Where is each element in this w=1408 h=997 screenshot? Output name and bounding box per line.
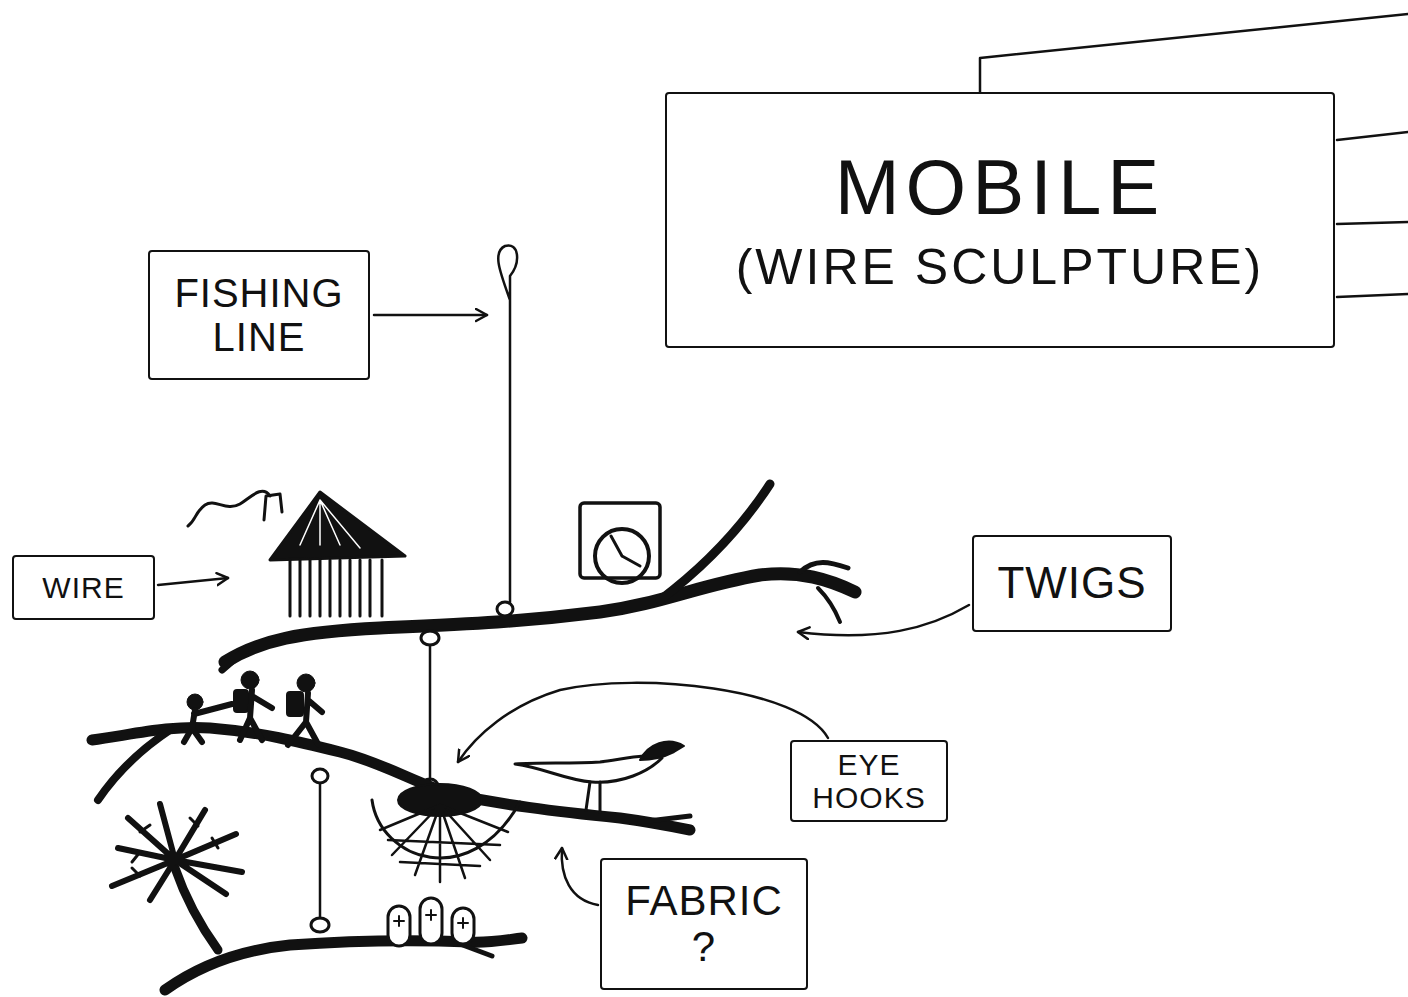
label-text: EYE HOOKS: [804, 748, 934, 814]
twig: [222, 650, 245, 670]
bird: [640, 742, 684, 760]
title-text: (WIRE SCULPTURE): [736, 240, 1265, 295]
leader-arrow: [158, 578, 228, 585]
eye-hook: [421, 631, 439, 645]
bird: [515, 742, 684, 812]
label-text: FISHING LINE: [162, 271, 356, 359]
twig: [92, 727, 440, 790]
nest: [372, 784, 520, 882]
bird-legs: [586, 782, 600, 812]
leader-arrow: [562, 848, 598, 905]
palm-tree: [112, 804, 242, 950]
fishing-line: [498, 245, 517, 602]
backpack: [234, 690, 248, 712]
hiker: [297, 674, 315, 692]
hiker: [240, 690, 272, 740]
title-box: MOBILE (WIRE SCULPTURE): [665, 92, 1335, 348]
smoke: [188, 491, 270, 526]
hanging-wire: [980, 14, 1408, 94]
leader-arrow: [798, 605, 969, 635]
twig: [818, 588, 840, 622]
tag-mark: [394, 910, 468, 928]
label-text: TWIGS: [997, 559, 1146, 607]
hiker: [288, 693, 322, 745]
label-box: WIRE: [12, 555, 155, 620]
eye-hook: [497, 602, 513, 616]
leader-arrow: [458, 683, 828, 762]
clock-hands: [611, 536, 640, 566]
chimney: [264, 494, 282, 520]
hanging-wire: [1337, 132, 1408, 140]
palm-trunk: [175, 868, 218, 950]
twig: [640, 816, 690, 822]
twig: [660, 484, 770, 600]
fishing-line: [319, 783, 322, 918]
hiker: [241, 671, 259, 689]
hut-roof: [270, 492, 405, 560]
label-box: EYE HOOKS: [790, 740, 948, 822]
hut-wall: [290, 560, 382, 616]
roof-hatch: [300, 500, 360, 548]
nest-weave: [380, 805, 508, 882]
clock-face: [595, 529, 649, 583]
label-box: FISHING LINE: [148, 250, 370, 380]
label-text: FABRIC ?: [614, 878, 794, 970]
twig: [98, 730, 170, 800]
label-text: WIRE: [42, 571, 124, 604]
hikers: [184, 671, 322, 745]
hanging-wire: [1337, 222, 1408, 224]
eye-hook: [311, 918, 329, 932]
label-box: TWIGS: [972, 535, 1172, 632]
palm-frond: [132, 818, 218, 876]
twig: [460, 944, 492, 956]
fishing-line: [429, 645, 432, 780]
hiker: [184, 704, 232, 742]
label-box: FABRIC ?: [600, 858, 808, 990]
backpack: [287, 692, 303, 716]
eye-hook: [312, 769, 328, 783]
twig: [800, 563, 848, 573]
palm-frond: [112, 804, 242, 900]
leader-arrow: [374, 314, 487, 317]
hanging-wire: [1337, 294, 1408, 297]
title-text: MOBILE: [835, 145, 1166, 231]
